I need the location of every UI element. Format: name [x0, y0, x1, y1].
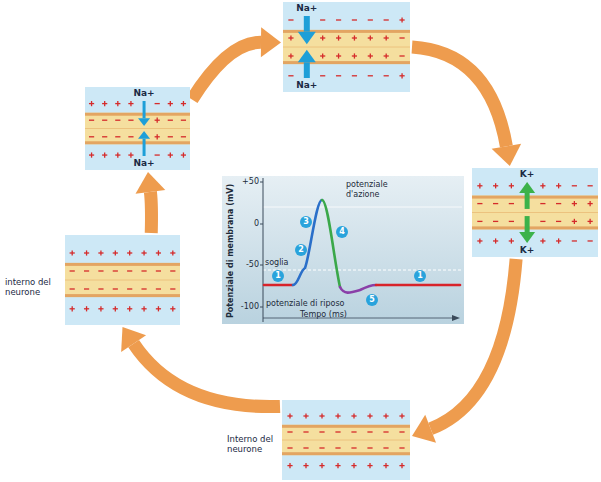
region-label: Interno del neurone	[227, 434, 279, 454]
axis-arrow	[452, 315, 460, 321]
callout-number: 2	[295, 244, 307, 256]
ion-label: Na+	[291, 80, 323, 91]
grid-line	[263, 207, 462, 208]
chart-label: potenziale di riposo	[266, 299, 366, 309]
ion-label: K+	[511, 245, 543, 256]
cycle-arrow	[121, 327, 280, 407]
callout-number: 3	[300, 216, 312, 228]
membrane-panel: Na+ Na+	[283, 2, 410, 92]
x-axis	[263, 318, 452, 319]
membrane-illustration	[85, 87, 190, 170]
membrane-panel: interno del neurone	[65, 235, 180, 325]
chart-label: soglia	[265, 258, 299, 268]
cycle-arrow	[412, 47, 521, 166]
ion-label: Na+	[128, 158, 160, 169]
chart-label: Tempo (ms)	[300, 310, 360, 320]
callout-number: 5	[366, 294, 378, 306]
threshold-line	[263, 270, 462, 271]
membrane-illustration	[283, 2, 410, 92]
chart-background	[222, 176, 464, 324]
membrane-panel: K+ K+	[472, 168, 598, 257]
axis-ticks	[260, 182, 263, 307]
chart-label: Potenziale di membrana (mV)	[226, 181, 236, 321]
cycle-arrow	[412, 259, 516, 443]
chart-label: potenziale d'azione	[346, 180, 410, 200]
callout-number: 1	[414, 270, 426, 282]
ion-label: K+	[511, 169, 543, 180]
membrane-panel: Na+ Na+	[85, 87, 190, 170]
region-label: interno del neurone	[5, 277, 61, 297]
callout-number: 4	[336, 226, 348, 238]
ion-label: Na+	[291, 3, 323, 14]
membrane-illustration	[282, 400, 410, 480]
y-axis	[263, 178, 264, 322]
cycle-arrow	[192, 27, 281, 99]
action-potential-curve	[264, 200, 460, 293]
membrane-panel: Interno del neurone	[282, 400, 410, 480]
membrane-illustration	[472, 168, 598, 257]
ion-label: Na+	[128, 88, 160, 99]
cycle-arrow	[136, 172, 166, 233]
membrane-illustration	[65, 235, 180, 325]
callout-number: 1	[272, 270, 284, 282]
